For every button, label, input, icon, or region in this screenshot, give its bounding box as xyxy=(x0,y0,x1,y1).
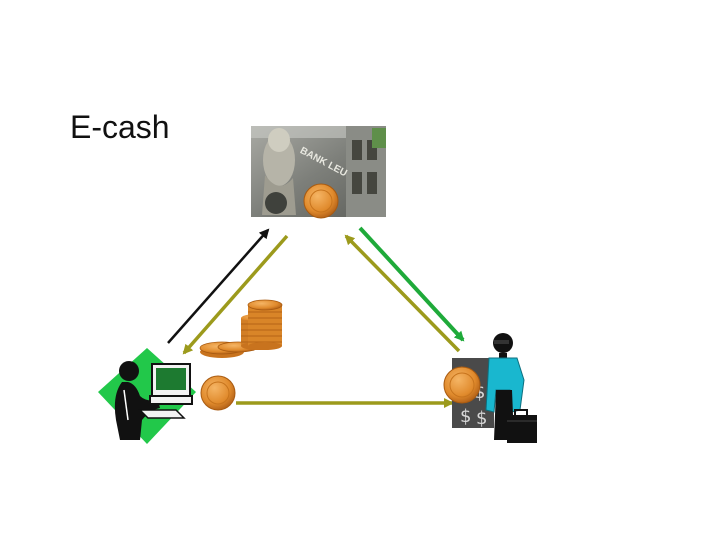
merchant-coin xyxy=(443,366,481,404)
coin-stack xyxy=(199,299,283,358)
bank-coin xyxy=(303,183,339,219)
dollar-symbol: $ xyxy=(476,408,487,429)
merchant-to-bank-deposit-arrow xyxy=(344,234,461,353)
bank-to-user-coin-arrow xyxy=(182,234,289,355)
bank-building-image: BANK LEU xyxy=(251,126,386,217)
user-coin xyxy=(200,375,236,411)
bank-to-merchant-confirm-arrow xyxy=(358,226,465,342)
withdraw-request-arrow xyxy=(167,228,270,344)
dollar-symbol: $ xyxy=(460,406,471,427)
dollar-symbol: $ xyxy=(474,382,485,403)
slide-title: E-cash xyxy=(70,109,170,145)
user-computer-icon xyxy=(98,348,196,444)
